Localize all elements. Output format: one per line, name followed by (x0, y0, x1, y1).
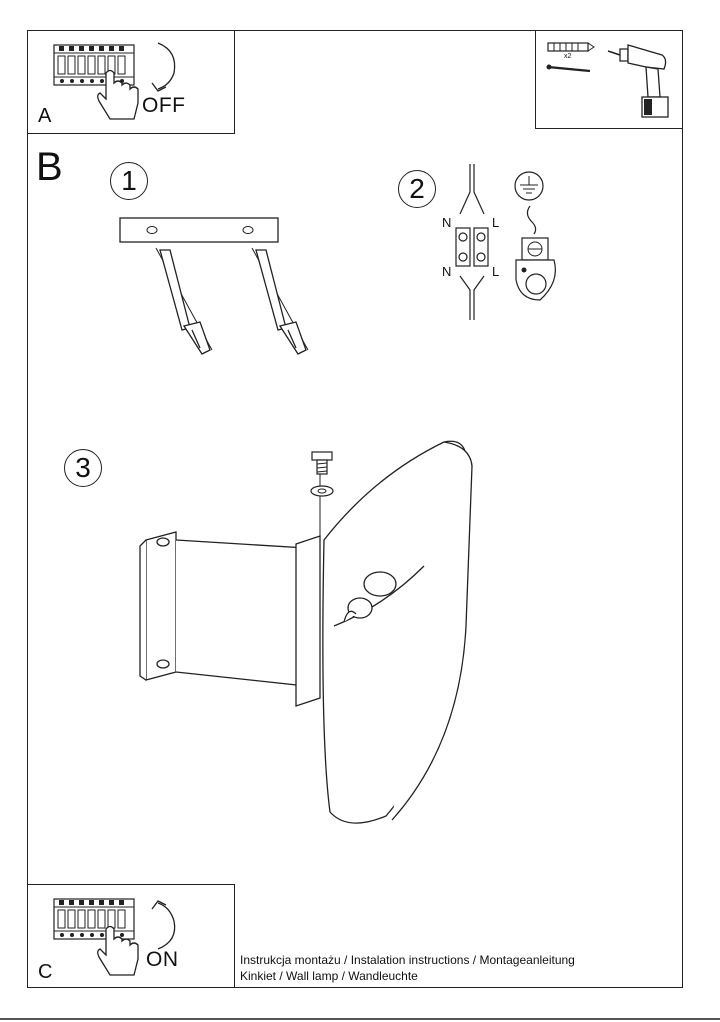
mounting-bar-icon (119, 217, 309, 355)
panel-a-power-off: OFF A (27, 30, 235, 134)
drill-icon (607, 44, 669, 118)
bolt-icon (311, 451, 333, 475)
ground-clamp-icon (515, 205, 556, 301)
power-off-label: OFF (142, 94, 186, 117)
arrow-down-icon (151, 42, 176, 92)
power-on-label: ON (146, 948, 179, 971)
step-2-number: 2 (398, 170, 436, 208)
screw-icon (546, 64, 591, 73)
ground-symbol-icon (514, 171, 544, 201)
panel-c-letter: C (38, 961, 53, 983)
caption-line-1: Instrukcja montażu / Instalation instruc… (240, 953, 575, 967)
live-bottom-label: L (492, 264, 499, 279)
step-1-number: 1 (110, 162, 148, 200)
neutral-top-label: N (442, 215, 451, 230)
bottom-rule (0, 1018, 720, 1020)
wall-plug-icon (547, 42, 595, 52)
terminal-block-icon: N L N L (442, 164, 499, 320)
neutral-bottom-label: N (442, 264, 451, 279)
panel-a-letter: A (38, 105, 52, 127)
live-top-label: L (492, 215, 499, 230)
step-3-number: 3 (64, 449, 102, 487)
panel-b-letter: B (36, 145, 63, 189)
hand-icon (97, 69, 139, 120)
washer-icon (310, 485, 334, 497)
arrow-up-icon (151, 900, 176, 950)
instruction-sheet-frame (27, 30, 683, 988)
caption-line-2: Kinkiet / Wall lamp / Wandleuchte (240, 969, 418, 983)
wall-plug-icon (251, 247, 309, 355)
quantity-label: x2 (564, 53, 572, 60)
hand-icon (97, 925, 139, 976)
fuse-box-icon (53, 898, 135, 940)
wall-plug-icon (155, 247, 213, 355)
wall-lamp-icon (139, 440, 473, 824)
panel-c-power-on: ON C (27, 884, 235, 988)
tools-panel: x2 (535, 30, 683, 129)
